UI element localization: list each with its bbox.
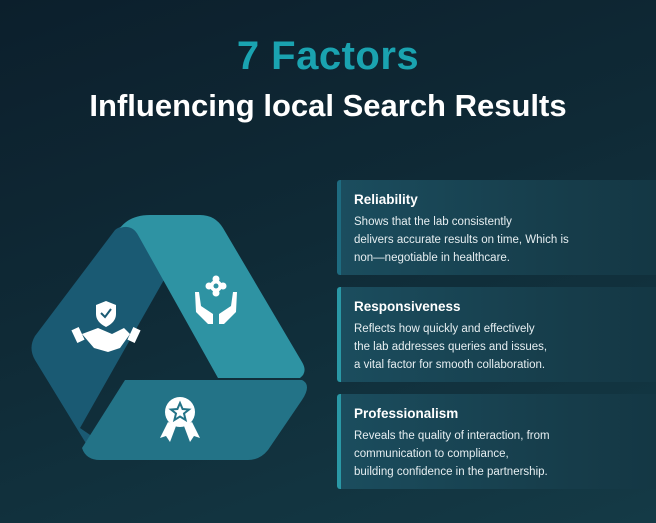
segment-right <box>120 215 305 378</box>
award-badge-icon <box>160 397 200 442</box>
handshake-shield-icon <box>71 301 141 352</box>
segment-bottom <box>82 380 307 460</box>
factor-description: Reflects how quickly and effectively the… <box>354 323 548 371</box>
factor-card-responsiveness: Responsiveness Reflects how quickly and … <box>337 287 656 382</box>
triangle-cycle-diagram <box>31 215 307 460</box>
factor-title: Reliability <box>354 192 418 207</box>
hands-flower-icon <box>195 275 237 324</box>
factor-title: Professionalism <box>354 406 459 421</box>
factor-description: Shows that the lab consistently delivers… <box>354 216 569 264</box>
title-accent: 7 Factors <box>236 34 420 78</box>
factor-description: Reveals the quality of interaction, from… <box>354 430 550 478</box>
factor-card-professionalism: Professionalism Reveals the quality of i… <box>337 394 656 489</box>
factor-title: Responsiveness <box>354 299 461 314</box>
factor-card-reliability: Reliability Shows that the lab consisten… <box>337 180 656 275</box>
page-title: Influencing local Search Results <box>89 88 567 123</box>
